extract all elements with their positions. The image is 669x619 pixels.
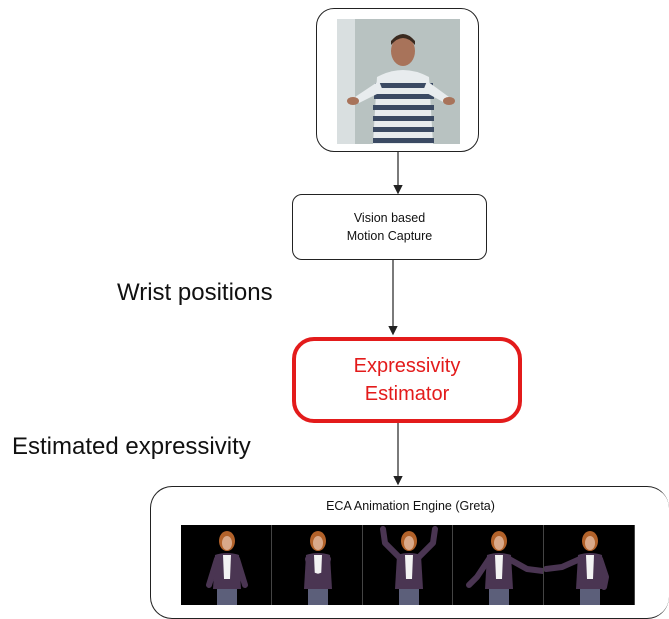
avatar-frame [453, 525, 545, 605]
avatar-frame [271, 525, 363, 605]
expressivity-estimator-box: Expressivity Estimator [292, 337, 522, 423]
avatar-figure [379, 526, 438, 605]
avatar-frame [181, 525, 272, 605]
motion-capture-line1: Vision based [353, 211, 426, 225]
expressivity-line2: Estimator [364, 383, 450, 405]
motion-capture-box: Vision based Motion Capture [292, 194, 487, 260]
animation-engine-title: ECA Animation Engine (Greta) [326, 499, 495, 513]
presenter-photo [337, 19, 460, 144]
photo-box [316, 8, 479, 152]
avatar-figure [303, 531, 332, 605]
animation-engine-box: ECA Animation Engine (Greta) [150, 486, 669, 619]
avatar-frame [544, 525, 635, 605]
wrist-positions-label: Wrist positions [117, 279, 273, 306]
animation-frames [181, 525, 635, 605]
avatar-figure [544, 531, 610, 605]
avatar-figure [466, 531, 544, 605]
avatar-frame [362, 525, 454, 605]
avatar-figure [206, 531, 248, 605]
expressivity-line1: Expressivity [353, 355, 461, 377]
motion-capture-line2: Motion Capture [346, 229, 433, 243]
estimated-expressivity-label: Estimated expressivity [12, 433, 251, 460]
